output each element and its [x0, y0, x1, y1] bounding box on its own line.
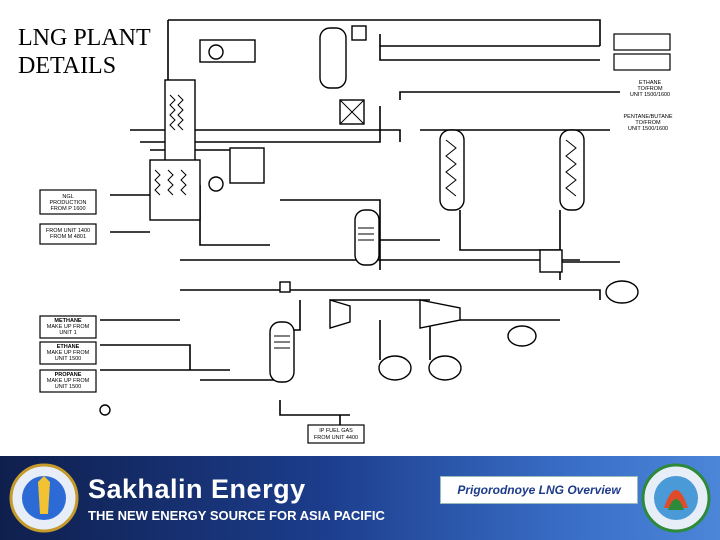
slide-title: LNG PLANT DETAILS [18, 25, 151, 79]
process-flow-diagram: NGL PRODUCTION FROM P 1600 FROM UNIT 140… [39, 19, 673, 444]
svg-text:MAKE UP FROM: MAKE UP FROM [47, 378, 90, 384]
brand-tagline: THE NEW ENERGY SOURCE FOR ASIA PACIFIC [88, 508, 385, 523]
svg-text:UNIT 1500: UNIT 1500 [55, 384, 82, 390]
svg-text:TO/FROM: TO/FROM [635, 120, 661, 126]
svg-text:UNIT 1500: UNIT 1500 [55, 356, 82, 362]
svg-text:FROM UNIT 4400: FROM UNIT 4400 [314, 435, 358, 441]
footer-band: Sakhalin Energy THE NEW ENERGY SOURCE FO… [0, 456, 720, 540]
svg-text:TO/FROM: TO/FROM [637, 86, 663, 92]
svg-text:UNIT 1: UNIT 1 [59, 330, 76, 336]
svg-text:FROM M 4801: FROM M 4801 [50, 234, 86, 240]
svg-text:FROM P 1600: FROM P 1600 [50, 206, 85, 212]
svg-text:ETHANE: ETHANE [57, 344, 80, 350]
ngl-production-label: NGL [62, 194, 73, 200]
svg-text:PENTANE/BUTANE: PENTANE/BUTANE [624, 114, 673, 120]
svg-text:IP FUEL GAS: IP FUEL GAS [319, 428, 353, 434]
presentation-subtitle: Prigorodnoye LNG Overview [457, 483, 621, 497]
presentation-subtitle-box: Prigorodnoye LNG Overview [440, 476, 638, 504]
sakhalin-emblem-right-icon [641, 463, 711, 533]
svg-text:ETHANE: ETHANE [639, 80, 662, 86]
svg-text:MAKE UP FROM: MAKE UP FROM [47, 324, 90, 330]
brand-name: Sakhalin Energy [88, 474, 306, 504]
svg-text:FROM UNIT 1400: FROM UNIT 1400 [46, 228, 90, 234]
svg-text:PROPANE: PROPANE [55, 372, 82, 378]
sakhalin-emblem-left-icon [9, 463, 79, 533]
svg-text:METHANE: METHANE [54, 318, 82, 324]
svg-text:UNIT 1500/1600: UNIT 1500/1600 [630, 92, 670, 98]
svg-text:MAKE UP FROM: MAKE UP FROM [47, 350, 90, 356]
svg-text:UNIT 1500/1600: UNIT 1500/1600 [628, 126, 668, 132]
svg-text:PRODUCTION: PRODUCTION [50, 200, 87, 206]
